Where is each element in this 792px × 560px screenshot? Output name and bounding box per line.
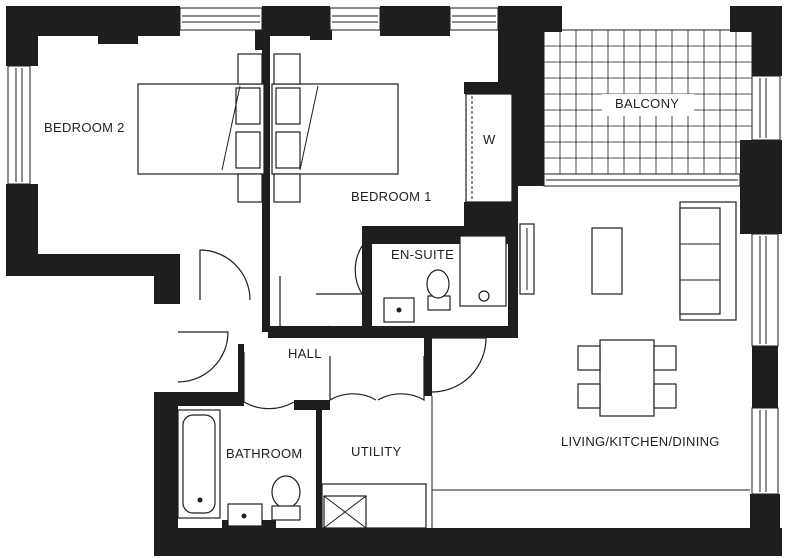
room-label-hall: HALL (288, 346, 322, 361)
walls (6, 6, 782, 556)
room-label-utility: UTILITY (351, 444, 402, 459)
room-label-living-kitchen-dining: LIVING/KITCHEN/DINING (561, 434, 720, 449)
room-label-bathroom: BATHROOM (226, 446, 303, 461)
windows (7, 7, 781, 495)
room-label-bedroom-1: BEDROOM 1 (351, 189, 432, 204)
room-label-balcony: BALCONY (615, 96, 679, 111)
furniture (137, 53, 750, 529)
room-label-en-suite: EN-SUITE (391, 247, 454, 262)
room-label-wardrobe: W (483, 132, 496, 147)
balcony-tiles (543, 29, 753, 181)
door-swings (177, 245, 487, 410)
room-labels: BEDROOM 2 BEDROOM 1 W BALCONY EN-SUITE H… (44, 96, 720, 461)
room-label-bedroom-2: BEDROOM 2 (44, 120, 125, 135)
